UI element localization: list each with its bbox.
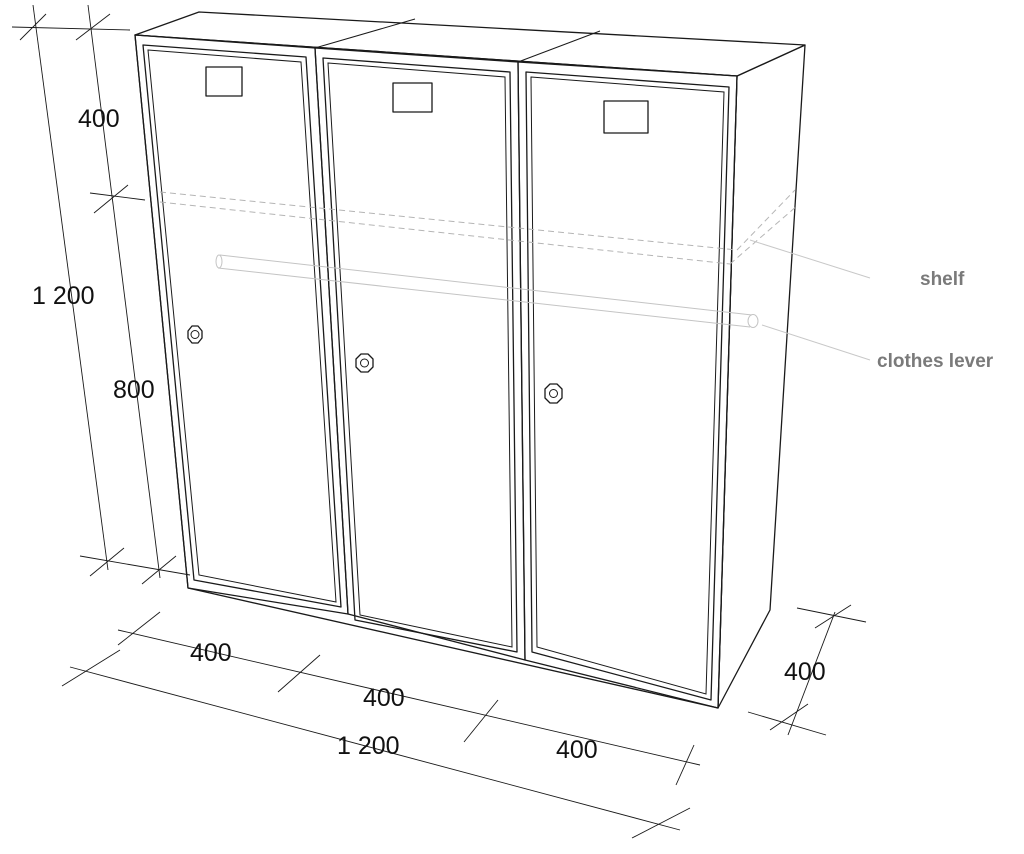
total-height-dim-line [32, 4, 109, 571]
locker-3-door [525, 71, 730, 701]
clothes-lever-leader-line [761, 324, 871, 361]
locker-2-door [322, 57, 518, 653]
height-dimensions: 400 1 200 800 [11, 4, 191, 585]
locker-2-label-holder [392, 82, 433, 113]
depth-dim-line [787, 611, 836, 736]
clothes-lever-label: clothes lever [877, 351, 994, 372]
depth-label: 400 [784, 658, 826, 686]
locker-width-3-label: 400 [556, 736, 598, 764]
locker-1-label-holder [205, 66, 243, 97]
hidden-shelf [159, 189, 799, 265]
locker-2-lock-icon [355, 353, 374, 373]
depth-dimension: 400 [747, 604, 867, 736]
locker-3-lock-icon [544, 383, 563, 404]
locker-3-frame [517, 61, 738, 709]
cabinet-front-face [134, 34, 738, 709]
locker-width-1-label: 400 [190, 639, 232, 667]
locker-3 [517, 61, 738, 709]
locker-3-lock-core [549, 389, 558, 398]
locker-width-dim-line [117, 629, 701, 766]
upper-height-label: 400 [78, 105, 120, 133]
shelf-leader-line [749, 239, 871, 279]
locker-1-lock-icon [187, 325, 203, 344]
locker-3-door-inner [530, 76, 725, 695]
split-height-dim-line [87, 4, 161, 579]
top-divider-2 [517, 30, 601, 63]
top-divider-1 [314, 18, 416, 49]
total-width-label: 1 200 [337, 732, 400, 760]
width-dimensions: 400 400 400 1 200 [61, 611, 701, 839]
annotations: shelf clothes lever [749, 239, 994, 372]
locker-width-2-label: 400 [363, 684, 405, 712]
total-height-label: 1 200 [32, 282, 95, 310]
locker-cabinet [134, 11, 806, 709]
lower-height-label: 800 [113, 376, 155, 404]
locker-1-lock-core [190, 330, 200, 339]
locker-1-door-inner [147, 49, 337, 603]
hidden-clothes-rod [215, 254, 759, 328]
locker-2-lock-core [360, 358, 369, 368]
locker-3-label-holder [603, 100, 649, 134]
total-width-dim-line [69, 666, 681, 831]
locker-2-door-inner [327, 62, 513, 648]
shelf-label: shelf [920, 269, 965, 290]
locker-1-door [142, 44, 342, 608]
